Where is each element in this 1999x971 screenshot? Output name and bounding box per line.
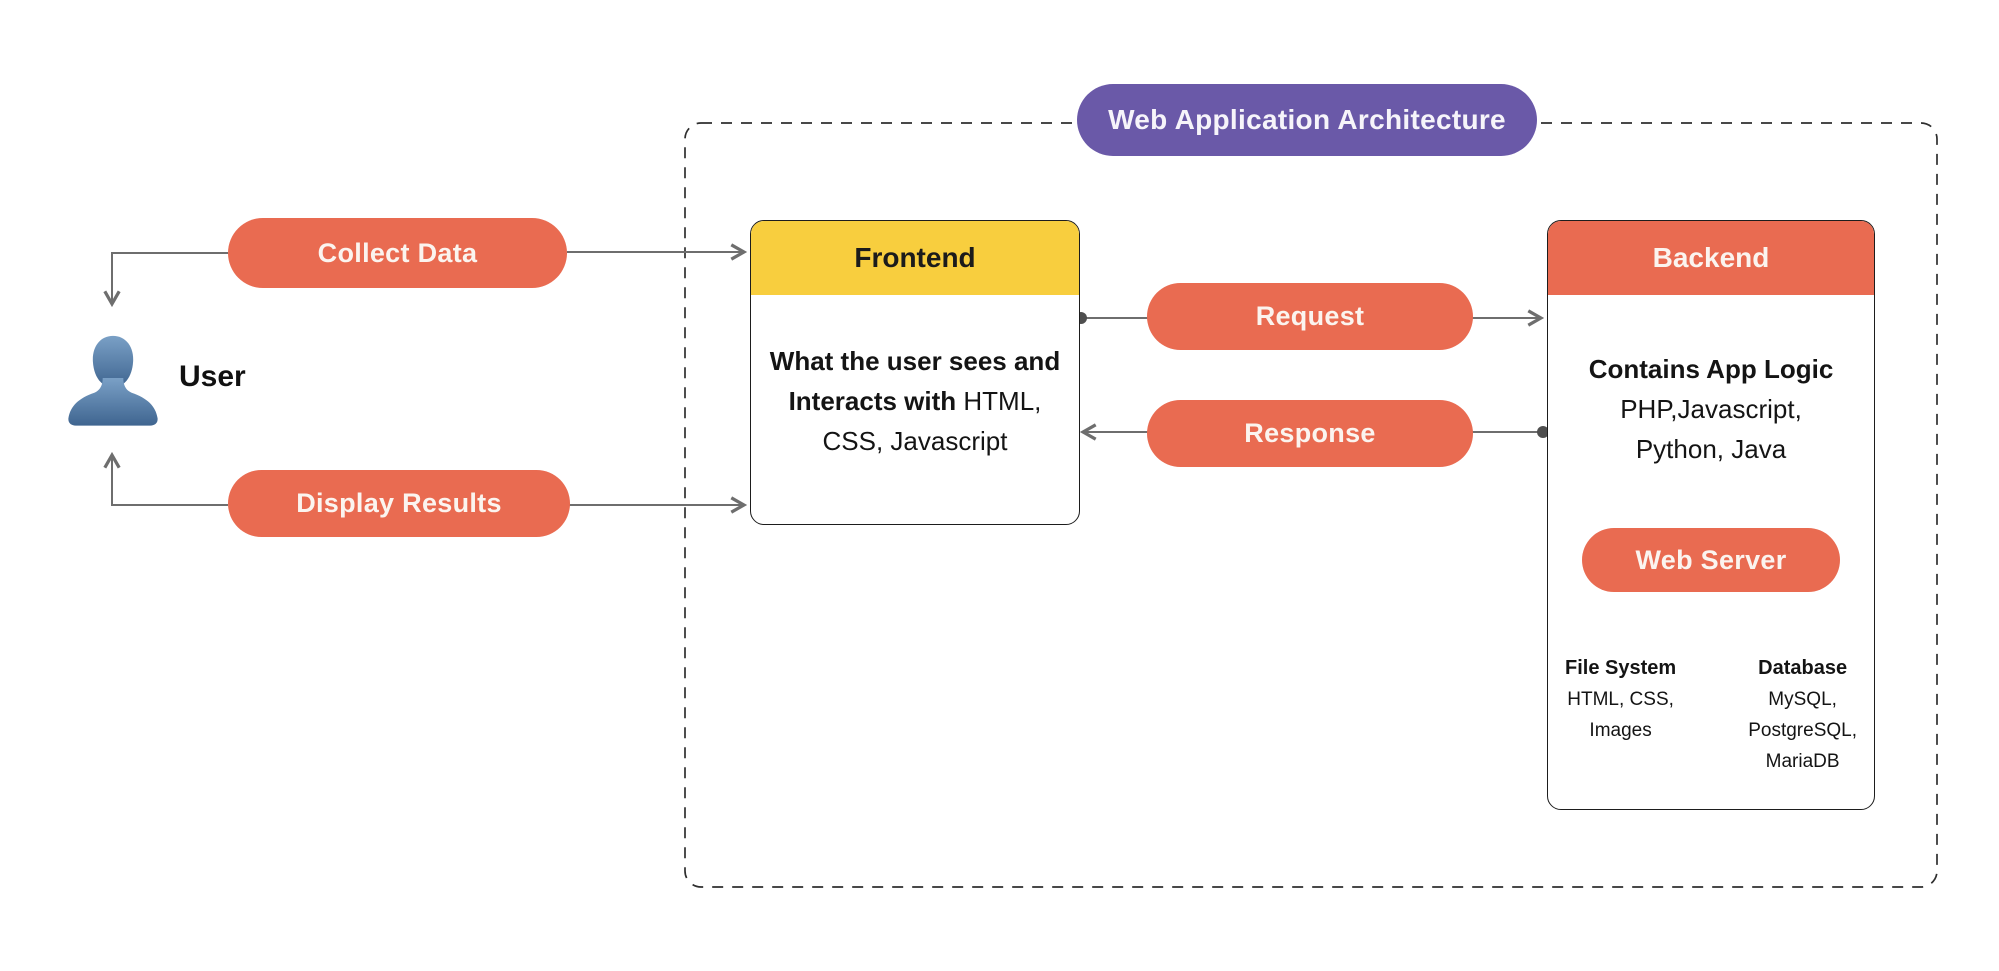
request-pill: Request (1147, 283, 1473, 350)
database-column: Database MySQL, PostgreSQL, MariaDB (1748, 652, 1857, 777)
web-server-pill: Web Server (1582, 528, 1840, 592)
frontend-node: Frontend What the user sees and Interact… (750, 220, 1080, 525)
backend-header: Backend (1548, 221, 1874, 295)
file-system-title: File System (1565, 657, 1677, 679)
frontend-description-regular: HTML, CSS, Javascript (822, 386, 1042, 456)
response-label: Response (1244, 418, 1376, 448)
frontend-title: Frontend (854, 242, 976, 273)
frontend-header: Frontend (751, 221, 1079, 295)
backend-node: Backend Contains App Logic PHP,Javascrip… (1547, 220, 1875, 810)
file-system-line1: HTML, CSS, (1567, 689, 1674, 710)
database-line2: PostgreSQL, (1748, 720, 1857, 741)
backend-storage-columns: File System HTML, CSS, Images Database M… (1547, 652, 1875, 777)
collect-data-label: Collect Data (317, 237, 478, 268)
user-icon (68, 335, 158, 426)
diagram-title-pill: Web Application Architecture (1077, 84, 1537, 156)
user-label: User (179, 360, 246, 393)
backend-description: Contains App Logic PHP,Javascript, Pytho… (1548, 295, 1874, 469)
frontend-description-bold: What the user sees and Interacts with (769, 346, 1061, 416)
database-line3: MariaDB (1765, 751, 1840, 772)
database-line1: MySQL, (1768, 689, 1837, 710)
response-origin-dot (1537, 426, 1549, 438)
database-title: Database (1758, 657, 1848, 679)
file-system-line2: Images (1589, 720, 1652, 741)
backend-description-bold: Contains App Logic (1588, 354, 1834, 384)
file-system-column: File System HTML, CSS, Images (1565, 652, 1676, 777)
backend-languages-line1: PHP,Javascript, (1620, 394, 1802, 424)
display-results-label: Display Results (296, 488, 502, 518)
display-results-pill: Display Results (228, 470, 570, 537)
diagram-title: Web Application Architecture (1108, 104, 1506, 135)
collect-data-pill: Collect Data (228, 218, 567, 288)
web-server-label: Web Server (1635, 544, 1787, 575)
request-label: Request (1255, 301, 1365, 331)
connector-collect-data-to-user (103, 252, 228, 308)
backend-title: Backend (1652, 242, 1770, 273)
backend-languages-line2: Python, Java (1635, 434, 1787, 464)
connector-display-results-to-user (103, 451, 228, 506)
response-pill: Response (1147, 400, 1473, 467)
frontend-description: What the user sees and Interacts with HT… (751, 295, 1079, 461)
